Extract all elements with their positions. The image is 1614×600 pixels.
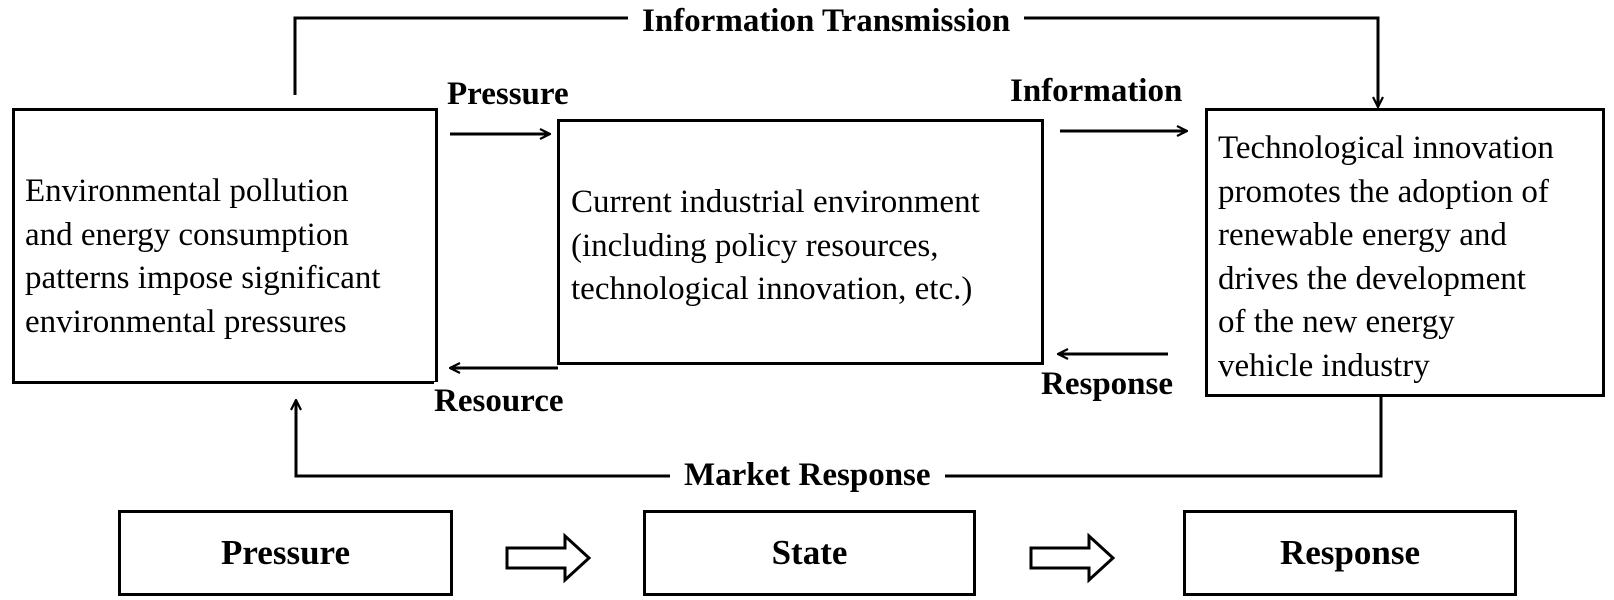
state-box xyxy=(557,119,1044,365)
pressure-box-line: and energy consumption xyxy=(25,216,349,253)
state-box-text: Current industrial environment (includin… xyxy=(571,181,980,312)
hollow-arrow-pressure-to-state xyxy=(505,532,592,584)
pressure-label: Pressure xyxy=(447,75,569,113)
resource-label: Resource xyxy=(434,382,564,420)
pressure-box-line: Environmental pollution xyxy=(25,173,349,209)
response-box-line: drives the development xyxy=(1218,260,1526,297)
response-box-line: renewable energy and xyxy=(1218,217,1507,253)
pressure-box-line: patterns impose significant xyxy=(25,260,381,296)
information-label: Information xyxy=(1010,72,1183,110)
response-box xyxy=(1205,108,1605,397)
stage-response: Response xyxy=(1183,510,1517,596)
stage-pressure: Pressure xyxy=(118,510,453,596)
pressure-box xyxy=(12,108,438,384)
response-box-line: vehicle industry xyxy=(1218,347,1430,384)
state-box-line: Current industrial environment xyxy=(571,184,980,220)
stage-response-label: Response xyxy=(1279,533,1421,572)
pressure-box-line: environmental pressures xyxy=(25,303,347,340)
state-box-line: (including policy resources, xyxy=(571,227,939,264)
stage-pressure-label: Pressure xyxy=(221,533,350,572)
information-transmission-label: Information Transmission xyxy=(628,2,1025,40)
market-response-label: Market Response xyxy=(670,456,945,494)
response-box-line: Technological innovation xyxy=(1218,130,1554,166)
stage-state-label: State xyxy=(771,533,848,572)
response-box-text: Technological innovation promotes the ad… xyxy=(1218,127,1554,388)
response-box-line: promotes the adoption of xyxy=(1218,173,1549,210)
hollow-arrow-state-to-response xyxy=(1029,532,1116,584)
pressure-box-text: Environmental pollution and energy consu… xyxy=(25,170,381,344)
response-label: Response xyxy=(1041,365,1174,403)
state-box-line: technological innovation, etc.) xyxy=(571,271,973,307)
stage-state: State xyxy=(643,510,976,596)
response-box-line: of the new energy xyxy=(1218,304,1455,340)
